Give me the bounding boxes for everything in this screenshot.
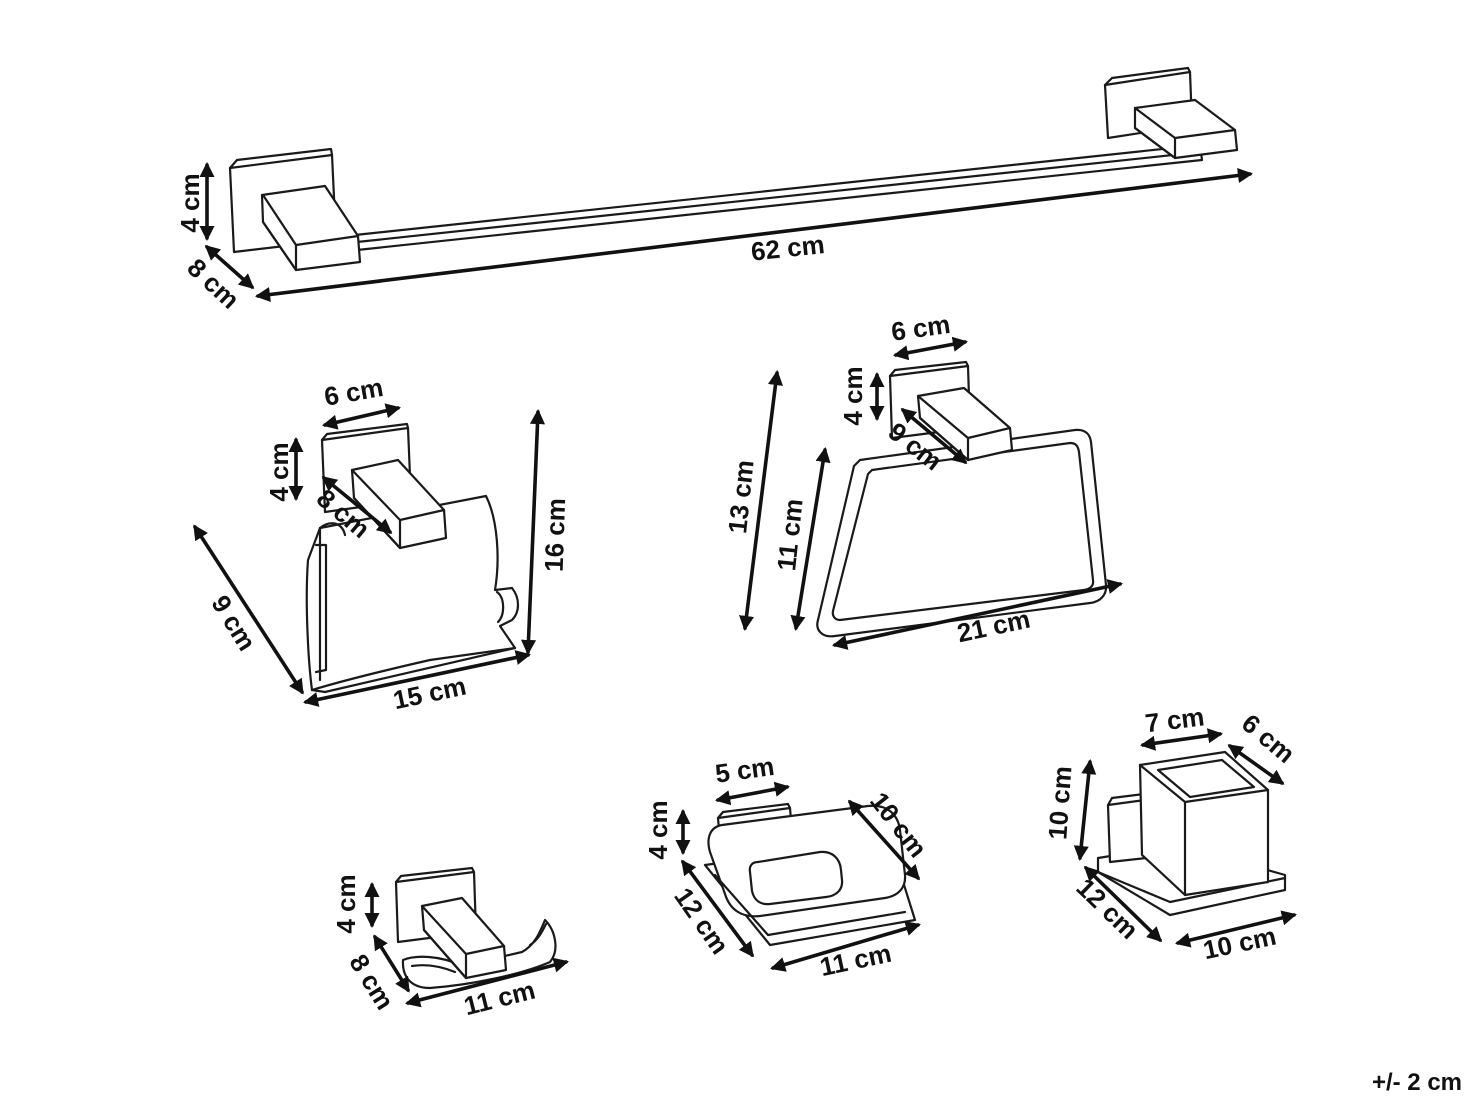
tumbler-height-label: 10 cm (1042, 765, 1077, 841)
towel-bar-length-label: 62 cm (750, 229, 826, 267)
tumbler-depth-top-arrow (1227, 744, 1285, 785)
towel-ring-height-ring-label: 11 cm (771, 497, 808, 572)
soap-dish-width-arrow (770, 921, 921, 972)
towel-ring-width-top-label: 6 cm (889, 309, 952, 347)
paper-holder-depth-top-arrow (321, 476, 393, 534)
soap-dish-diagonal-arrow (847, 799, 921, 881)
paper-holder-width-arrow (303, 650, 531, 707)
soap-dish-width-top-label: 5 cm (713, 751, 776, 789)
towel-bar-length-arrow (254, 167, 1254, 303)
towel-bar-depth-arrow (204, 244, 255, 290)
tumbler-width-top-label: 7 cm (1144, 701, 1206, 738)
towel-ring-width-arrow (832, 579, 1123, 650)
towel-ring-height-total-arrow (739, 369, 783, 632)
towel-bar (228, 66, 1239, 272)
tolerance-note: +/- 2 cm (1372, 1069, 1462, 1096)
robe-hook-depth-label: 8 cm (343, 949, 400, 1015)
towel-ring-height-ring-arrow (790, 447, 831, 631)
tumbler-width-label: 10 cm (1200, 921, 1278, 966)
robe-hook-width-arrow (405, 957, 569, 1008)
tumbler-depth-arrow (1083, 865, 1163, 943)
towel-bar-depth-label: 8 cm (182, 252, 246, 314)
robe-hook-depth-arrow (373, 934, 410, 993)
toilet-paper-holder (305, 422, 520, 694)
soap-dish-depth-arrow (681, 859, 754, 958)
towel-ring-height-top-label: 4 cm (838, 366, 868, 425)
paper-holder-width-label: 15 cm (390, 671, 468, 716)
paper-holder-height-label: 16 cm (539, 498, 572, 573)
paper-holder-width-top-label: 6 cm (322, 372, 386, 412)
tumbler-width-top-arrow (1140, 728, 1223, 751)
paper-holder-depth-label: 9 cm (205, 590, 262, 656)
soap-dish-width-top-arrow (715, 781, 790, 806)
towel-ring-height-total-label: 13 cm (722, 459, 760, 535)
paper-holder-depth-arrow (193, 524, 304, 695)
paper-holder-height-top-label: 4 cm (264, 442, 294, 501)
paper-holder-height-arrow (520, 408, 546, 656)
soap-dish-height-label: 4 cm (643, 800, 673, 859)
tumbler-holder (1096, 750, 1287, 917)
towel-ring-depth-top-arrow (900, 408, 968, 464)
robe-hook-height-label: 4 cm (331, 874, 361, 933)
tumbler-width-arrow (1175, 910, 1297, 948)
tumbler-height-arrow (1073, 758, 1097, 862)
towel-bar-height-label: 4 cm (175, 173, 205, 232)
soap-dish-width-label: 11 cm (817, 938, 894, 982)
towel-ring-width-top-arrow (893, 336, 968, 361)
tumbler-depth-top-label: 6 cm (1236, 708, 1301, 769)
paper-holder-width-top-arrow (322, 403, 401, 430)
